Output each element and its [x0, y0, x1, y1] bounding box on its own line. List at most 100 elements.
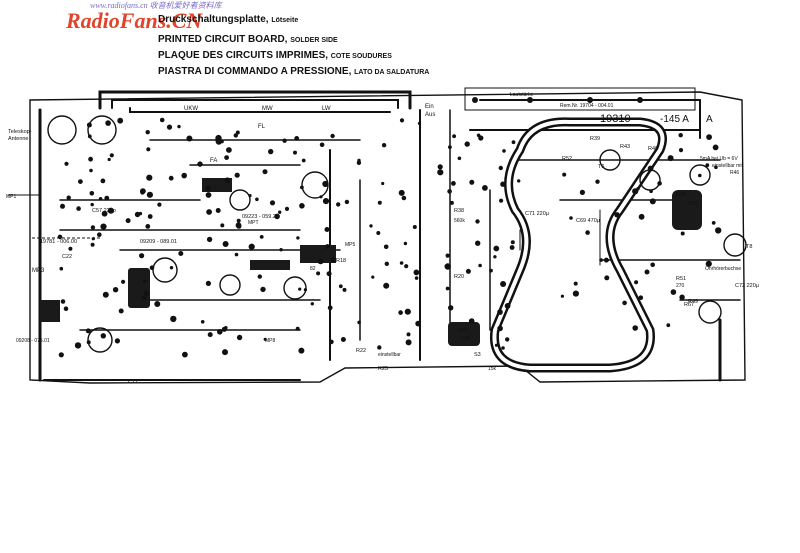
solder-pad	[511, 140, 516, 145]
solder-pad	[705, 260, 712, 267]
ein-label: Ein	[425, 104, 434, 110]
solder-pad	[377, 345, 382, 350]
solder-pad	[121, 279, 126, 284]
solder-pad	[647, 165, 654, 172]
solder-pad	[301, 158, 306, 163]
solder-pad	[259, 235, 264, 239]
solder-pad	[182, 351, 188, 358]
mp8-label: MP8	[265, 338, 276, 344]
solder-pad	[260, 286, 266, 293]
pot-ref-label: Rem.Nr. 19704 - 004.01	[560, 103, 614, 109]
a-label: A	[706, 114, 713, 125]
solder-pad	[101, 210, 108, 217]
solder-pad	[86, 122, 92, 128]
solder-pad	[414, 276, 419, 280]
solder-pad	[505, 337, 510, 342]
solder-pad	[63, 306, 69, 312]
header-german-main: Druckschaltungsplatte,	[158, 14, 269, 25]
solder-pad	[322, 180, 329, 188]
solder-pad	[698, 173, 702, 178]
solder-pad	[205, 185, 211, 192]
solder-pad	[509, 245, 515, 250]
solder-pad	[493, 245, 500, 252]
solder-pad	[298, 287, 302, 291]
solder-pad	[236, 334, 243, 341]
solder-pad	[499, 198, 504, 203]
solder-pad	[417, 121, 422, 125]
solder-pad	[149, 265, 155, 271]
solder-pad	[224, 326, 228, 330]
solder-pad	[638, 295, 644, 301]
solder-pad	[145, 130, 150, 135]
solder-pad	[667, 155, 674, 162]
solder-pad	[560, 294, 565, 298]
solder-pad	[497, 309, 503, 315]
r25-label: R25	[378, 366, 388, 372]
aus-label: Aus	[425, 112, 435, 118]
solder-pad	[494, 343, 499, 347]
solder-pad	[100, 333, 107, 339]
solder-pad	[145, 224, 151, 229]
solder-pad	[319, 195, 323, 199]
solder-pad	[399, 261, 404, 265]
solder-pad	[562, 172, 567, 177]
solder-pad	[207, 332, 213, 338]
solder-pad	[159, 117, 165, 123]
solder-pad	[146, 147, 151, 152]
solder-pad	[377, 200, 382, 205]
solder-pad	[100, 223, 107, 230]
82-label: 82	[310, 266, 316, 272]
solder-pad	[76, 206, 81, 211]
solder-pad	[268, 148, 274, 155]
c57-label: C57 220p	[92, 208, 116, 214]
solder-pad	[344, 199, 350, 205]
solder-pad	[678, 148, 684, 153]
solder-pad	[465, 268, 471, 274]
solder-pad	[269, 200, 276, 206]
solder-pad	[403, 241, 408, 246]
solder-pad	[401, 195, 407, 201]
solder-pad	[200, 320, 205, 324]
solder-pad	[493, 255, 497, 259]
solder-pad	[114, 338, 120, 344]
solder-pad	[78, 179, 83, 185]
solder-pad	[500, 281, 507, 287]
solder-pad	[147, 214, 153, 219]
solder-pad	[234, 172, 240, 178]
solder-pad	[381, 143, 387, 148]
solder-pad	[398, 189, 405, 196]
solder-pad	[322, 198, 330, 205]
solder-pad	[604, 275, 610, 281]
fl-label: FL	[258, 124, 266, 130]
board-outline	[29, 91, 746, 384]
solder-pad	[205, 280, 211, 286]
solder-pad	[64, 161, 69, 166]
loudness-label: Lautstärke	[510, 92, 534, 98]
solder-pad	[398, 310, 403, 315]
mp3-label: MP3	[32, 268, 45, 274]
antenna-label-1: Teleskop-	[8, 129, 32, 135]
solder-pad	[369, 224, 373, 228]
solder-pad	[404, 308, 411, 315]
solder-pad	[638, 213, 645, 220]
solder-pad	[711, 221, 716, 225]
solder-pad	[376, 231, 381, 235]
solder-pad	[336, 202, 341, 207]
solder-pad	[157, 202, 162, 207]
header-french-sub: COTE SOUDURES	[330, 53, 392, 60]
r29-label: R29	[458, 328, 468, 334]
ref-09208: 09208 - 075.01	[16, 338, 50, 344]
100k-label: 100k	[460, 336, 471, 342]
solder-pad	[448, 305, 454, 311]
pot-pads	[472, 97, 643, 103]
r67-label: R67	[684, 302, 694, 308]
ref-19781: 19781 - 006.00	[40, 239, 77, 245]
solder-pad	[324, 227, 330, 232]
solder-pad	[139, 253, 145, 259]
solder-pad	[170, 315, 177, 323]
solder-pad	[599, 258, 603, 262]
solder-pad	[457, 156, 462, 161]
solder-pad	[464, 141, 470, 147]
solder-pad	[383, 282, 390, 289]
solder-pad	[262, 169, 268, 175]
